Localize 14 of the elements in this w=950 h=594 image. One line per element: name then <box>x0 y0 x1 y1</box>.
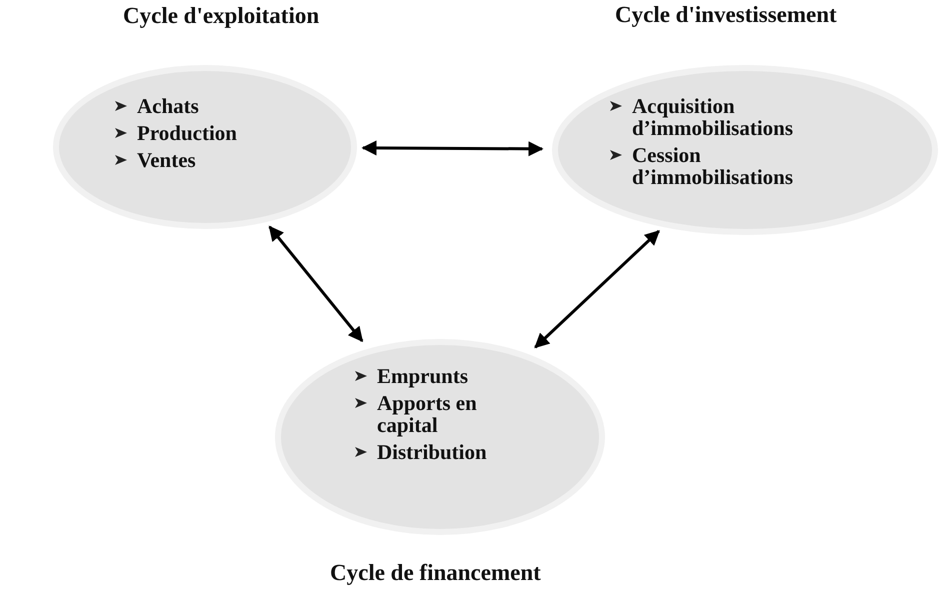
double-arrow <box>362 140 544 156</box>
cycle-heading: Cycle d'investissement <box>615 2 837 28</box>
list-item: Emprunts <box>377 365 468 387</box>
cycle-heading: Cycle de financement <box>330 560 541 586</box>
double-arrow <box>534 230 660 348</box>
list-item: Cession d’immobilisations <box>632 144 794 188</box>
double-arrow <box>268 226 364 342</box>
cycle-heading: Cycle d'exploitation <box>123 3 320 29</box>
list-item: Acquisition d’immobilisations <box>632 95 794 139</box>
list-item: Distribution <box>377 441 487 463</box>
list-item: Production <box>137 122 237 144</box>
list-item: Ventes <box>137 149 196 171</box>
list-item: Achats <box>137 95 199 117</box>
list-item: Apports en capital <box>377 392 478 436</box>
